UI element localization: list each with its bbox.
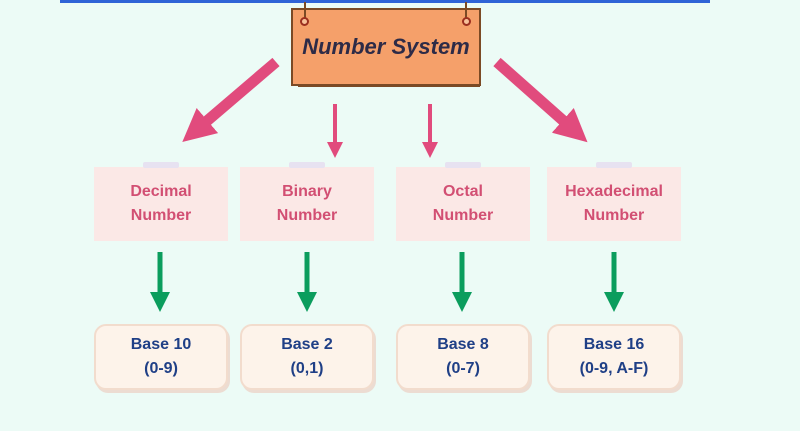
base-label-line1: Base 16 xyxy=(583,336,645,353)
base-node-hexadecimal: Base 16 (0-9, A-F) xyxy=(547,324,681,390)
base-label-line2: (0-9, A-F) xyxy=(579,360,649,377)
base-label-line2: (0-7) xyxy=(446,360,480,377)
base-node-decimal: Base 10 (0-9) xyxy=(94,324,228,390)
base-label-line1: Base 8 xyxy=(437,336,489,353)
base-label-line1: Base 2 xyxy=(281,336,333,353)
root-node: Number System xyxy=(291,2,481,86)
type-label-line2: Number xyxy=(130,207,192,224)
type-node-octal: Octal Number xyxy=(396,162,530,241)
base-node-octal: Base 8 (0-7) xyxy=(396,324,530,390)
hanging-string-right xyxy=(465,2,467,18)
type-label-line1: Binary xyxy=(282,183,332,200)
pin-right-icon xyxy=(462,17,471,26)
type-label-line1: Octal xyxy=(442,183,483,200)
base-label-line1: Base 10 xyxy=(130,336,192,353)
node-tab xyxy=(289,162,325,168)
type-label-line2: Number xyxy=(276,207,338,224)
base-label-line2: (0,1) xyxy=(290,360,324,377)
pin-left-icon xyxy=(300,17,309,26)
type-label-line1: Decimal xyxy=(130,183,192,200)
type-label-line2: Number xyxy=(432,207,494,224)
node-tab xyxy=(445,162,481,168)
arrow-root-to-decimal xyxy=(182,57,280,142)
base-label-line2: (0-9) xyxy=(144,360,178,377)
node-tab xyxy=(596,162,632,168)
type-node-decimal: Decimal Number xyxy=(94,162,228,241)
arrow-root-to-hexadecimal xyxy=(493,57,588,143)
type-node-binary: Binary Number xyxy=(240,162,374,241)
top-accent-line xyxy=(60,0,710,3)
base-node-binary: Base 2 (0,1) xyxy=(240,324,374,390)
type-node-hexadecimal: Hexadecimal Number xyxy=(547,162,681,241)
type-label-line1: Hexadecimal xyxy=(565,183,663,200)
type-label-line2: Number xyxy=(583,207,645,224)
node-tab xyxy=(143,162,179,168)
hanging-string-left xyxy=(304,2,306,18)
root-label: Number System xyxy=(302,34,470,59)
